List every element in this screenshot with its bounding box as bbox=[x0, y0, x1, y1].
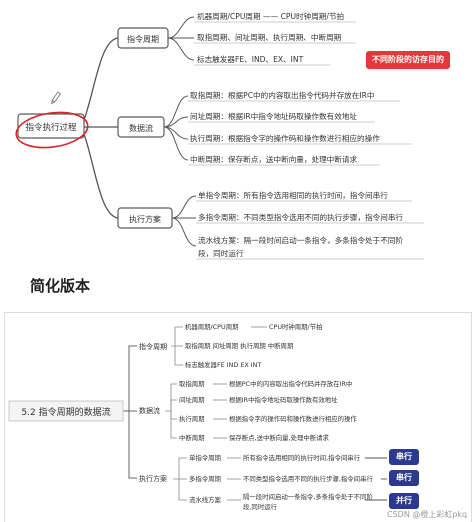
connector-root-branch1 bbox=[83, 37, 119, 121]
b2-1-child-flags: 标志触发器FE IND EX INT bbox=[185, 360, 261, 369]
section-title: 简化版本 bbox=[30, 277, 91, 295]
b2-3-child-multi-detail: 不同类型指令选用不同的执行步骤,指令间串行 bbox=[243, 474, 373, 483]
b2-2-child-fetch-label: 取指周期 bbox=[179, 379, 205, 388]
red-ink-circle bbox=[15, 111, 89, 149]
b3-child-single-cycle: 单指令周期：所有指令选用相同的执行时间，指令间串行 bbox=[198, 190, 388, 200]
b3-child-pipeline-line2: 段，同时运行 bbox=[198, 248, 244, 258]
note-badge-access-purpose: 不同阶段的访存目的 bbox=[366, 51, 450, 69]
mindmap-simplified-svg: 5.2 指令周期的数据流 指令周期 机器周期/CPU周期 CPU时钟周期/节拍 … bbox=[8, 322, 387, 511]
connector2-b2-c3 bbox=[170, 411, 177, 420]
connector-b3-c1 bbox=[171, 195, 197, 219]
root-node bbox=[17, 113, 85, 139]
b2-1-child-four-cycles: 取指周期 间址周期 执行周期 中断周期 bbox=[185, 341, 293, 350]
b2-3-child-single-detail: 所有指令选用相同的执行时间,指令间串行 bbox=[243, 453, 361, 462]
connector-b2-c1 bbox=[163, 95, 189, 128]
b2-1-child-clock-cycle: CPU时钟周期/节拍 bbox=[269, 322, 323, 331]
b1-child-flag-flipflops: 标志触发器FE、IND、EX、INT bbox=[197, 54, 304, 64]
mindmap-panel-detailed: 指令执行过程 指令周期 机器周期/CPU周期 —— CPU时钟周期/节拍 取指周… bbox=[0, 11, 474, 263]
section-header: 简化版本 bbox=[0, 262, 474, 310]
connector-b3-c3 bbox=[171, 217, 197, 247]
connector-b1-c1 bbox=[167, 16, 195, 39]
b2-child-execute: 执行周期：根据指令字的操作码和操作数进行相应的操作 bbox=[190, 133, 380, 143]
b2-3-child-pipeline-detail: 隔一段时间启动一条指令,多条指令处于不同阶 bbox=[243, 492, 373, 501]
connector-b2-c3 bbox=[163, 126, 189, 140]
branch2-3-label: 执行方案 bbox=[139, 474, 167, 483]
connector2-b3-c3 bbox=[178, 479, 187, 501]
branch2-label: 数据流 bbox=[129, 123, 153, 133]
b2-2-child-fetch-detail: 根据PC中的内容取出指令代码并存放在IR中 bbox=[229, 379, 352, 388]
connector2-b2-c2 bbox=[170, 399, 177, 411]
b2-3-child-multi-label: 多指令周期 bbox=[189, 474, 221, 483]
b2-3-child-single-label: 单指令周期 bbox=[189, 453, 221, 462]
connector-b1-c3 bbox=[167, 37, 195, 61]
mindmap-panel-simplified: 5.2 指令周期的数据流 指令周期 机器周期/CPU周期 CPU时钟周期/节拍 … bbox=[4, 312, 472, 522]
root2-label: 5.2 指令周期的数据流 bbox=[21, 406, 110, 418]
connector2-b2-c4 bbox=[170, 411, 177, 439]
connector2-b1-c3 bbox=[174, 346, 183, 366]
b2-2-child-execute-detail: 根据指令字的操作码和操作数进行相应的操作 bbox=[229, 414, 357, 423]
b1-child-four-cycles: 取指周期、间址周期、执行周期、中断周期 bbox=[197, 32, 342, 42]
connector2-root-b1 bbox=[123, 345, 137, 412]
connector-b2-c2 bbox=[163, 116, 189, 128]
connector2-root-b3 bbox=[128, 411, 137, 479]
csdn-watermark: CSDN @橙上彩虹pkq bbox=[387, 510, 468, 519]
serial-tag-1: 串行 bbox=[389, 449, 419, 465]
b2-3-child-pipeline-label: 流水线方案 bbox=[189, 495, 222, 504]
pencil-icon bbox=[51, 91, 62, 105]
connector-root-branch3 bbox=[83, 133, 119, 219]
root-label: 指令执行过程 bbox=[25, 122, 77, 133]
serial-tag-2: 串行 bbox=[389, 470, 419, 486]
parallel-tag: 并行 bbox=[389, 493, 419, 509]
branch2-1-label: 指令周期 bbox=[139, 342, 167, 351]
branch1-label: 指令周期 bbox=[127, 34, 159, 44]
b1-child-machine-cycle: 机器周期/CPU周期 —— CPU时钟周期/节拍 bbox=[197, 11, 344, 21]
b2-child-fetch: 取指周期：根据PC中的内容取出指令代码并存放在IR中 bbox=[190, 90, 374, 100]
b2-1-child-machine-cycle: 机器周期/CPU周期 bbox=[185, 322, 239, 331]
mindmap-detailed-svg: 指令执行过程 指令周期 机器周期/CPU周期 —— CPU时钟周期/节拍 取指周… bbox=[15, 11, 424, 260]
branch3-label: 执行方案 bbox=[129, 214, 161, 224]
b2-2-child-execute-label: 执行周期 bbox=[179, 414, 205, 423]
b2-child-interrupt: 中断周期：保存断点，送中断向量，处理中断请求 bbox=[190, 154, 357, 164]
branch2-2-label: 数据流 bbox=[139, 406, 160, 415]
b2-child-indirect: 间址周期：根据IR中指令地址码取操作数有效地址 bbox=[190, 111, 357, 121]
b2-2-child-indirect-label: 间址周期 bbox=[179, 395, 205, 404]
connector2-b1-c1 bbox=[171, 326, 183, 347]
connector2-b2-c1 bbox=[165, 383, 177, 412]
b2-3-child-pipeline-detail-line2: 段,同时运行 bbox=[243, 502, 278, 511]
b3-child-pipeline-line1: 流水线方案：隔一段时间启动一条指令，多条指令处于不同阶 bbox=[198, 235, 403, 245]
b3-child-multi-cycle: 多指令周期：不同类型指令选用不同的执行步骤，指令间串行 bbox=[198, 212, 403, 222]
b2-2-child-indirect-detail: 根据IR中指令地址码取操作数有效地址 bbox=[229, 395, 338, 404]
connector-b2-c4 bbox=[163, 126, 189, 161]
b2-2-child-interrupt-detail: 保存断点,送中断向量,处理中断请求 bbox=[229, 433, 330, 442]
b2-2-child-interrupt-label: 中断周期 bbox=[179, 433, 205, 442]
root2-node bbox=[8, 400, 124, 422]
connector2-b3-c1 bbox=[173, 457, 187, 480]
